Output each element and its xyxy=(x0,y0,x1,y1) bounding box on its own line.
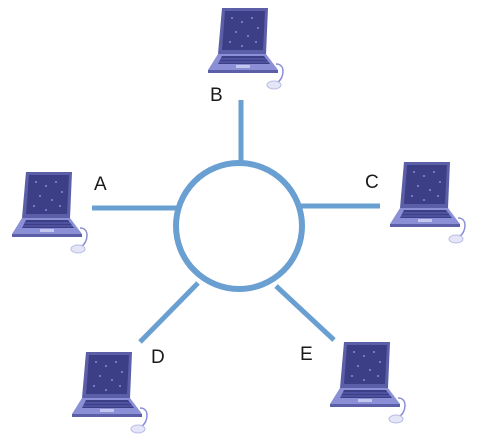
laptop-icon xyxy=(389,161,466,244)
node-label-D: D xyxy=(151,347,165,368)
node-label-E: E xyxy=(300,344,313,365)
node-label-C: C xyxy=(365,172,379,193)
laptop-icon xyxy=(11,171,88,254)
laptop-icon xyxy=(71,351,148,434)
node-label-A: A xyxy=(94,174,107,195)
link-E xyxy=(274,284,336,342)
laptop-icon xyxy=(207,7,284,90)
ring-hub xyxy=(173,160,305,292)
link-D xyxy=(138,281,200,344)
node-label-B: B xyxy=(210,85,223,106)
laptop-icon xyxy=(329,341,406,424)
